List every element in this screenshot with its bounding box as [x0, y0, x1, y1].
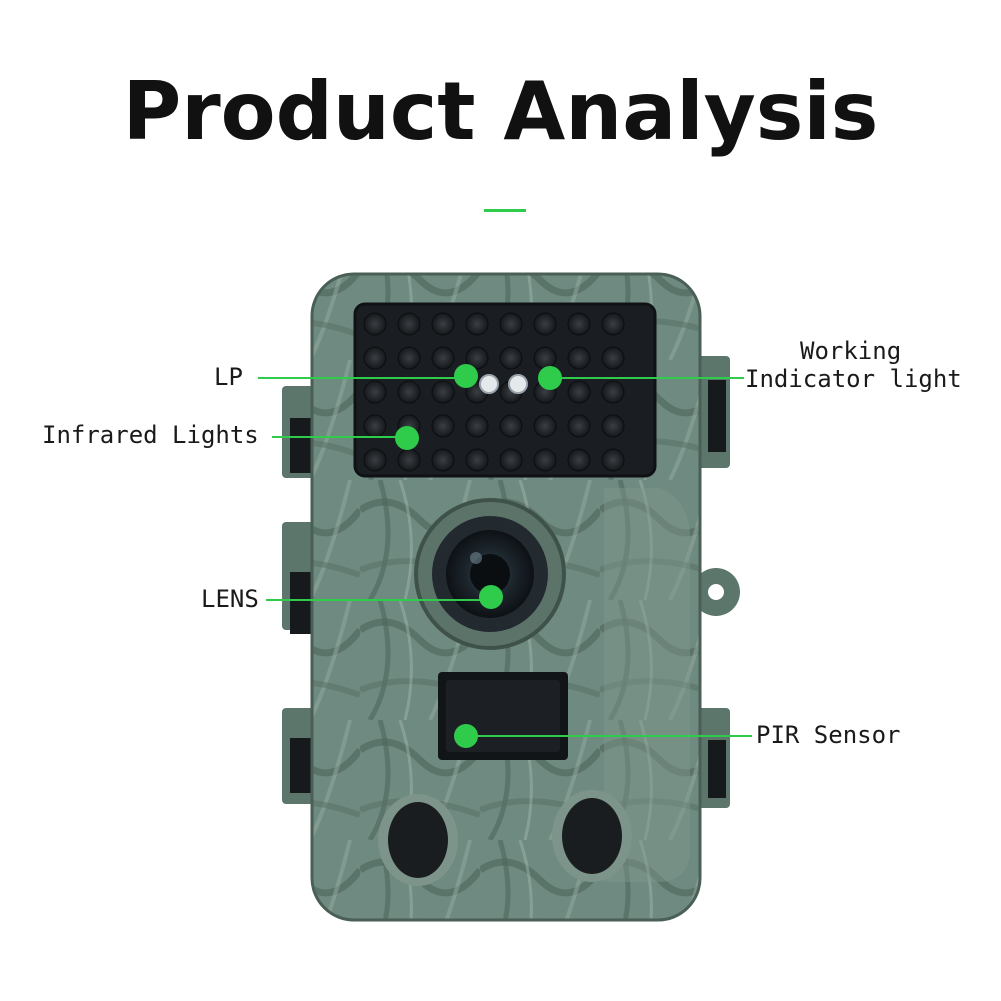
label-indicator-light: Indicator light [745, 365, 962, 393]
infrared-led [431, 346, 455, 370]
infrared-led [567, 414, 591, 438]
infrared-led [567, 312, 591, 336]
infrared-led [533, 346, 557, 370]
infrared-led [601, 346, 625, 370]
infrared-led [363, 380, 387, 404]
infrared-led [499, 414, 523, 438]
infrared-led [397, 380, 421, 404]
title-underline [484, 209, 526, 212]
infrared-led [431, 414, 455, 438]
callout-dot-working-indicator [538, 366, 562, 390]
label-pir-sensor: PIR Sensor [756, 721, 901, 749]
label-working: Working [800, 337, 902, 365]
infrared-led [465, 414, 489, 438]
infrared-led [533, 448, 557, 472]
infrared-led [363, 448, 387, 472]
infrared-led [499, 312, 523, 336]
infrared-led [601, 448, 625, 472]
infrared-led [465, 448, 489, 472]
label-lens: LENS [201, 585, 259, 613]
infrared-led-grid [363, 312, 625, 472]
callout-dot-lens [479, 585, 503, 609]
infrared-led [431, 448, 455, 472]
infrared-led [567, 448, 591, 472]
infrared-led [601, 312, 625, 336]
infrared-led [363, 346, 387, 370]
infrared-led [533, 414, 557, 438]
infrared-led [465, 312, 489, 336]
infrared-led [363, 312, 387, 336]
infrared-led [363, 414, 387, 438]
infrared-led [397, 312, 421, 336]
infrared-led [465, 346, 489, 370]
callout-dot-lp [454, 364, 478, 388]
infrared-led [397, 346, 421, 370]
infrared-led [567, 346, 591, 370]
infrared-led [601, 380, 625, 404]
infrared-led [567, 380, 591, 404]
infrared-led [499, 448, 523, 472]
infrared-led [533, 312, 557, 336]
infrared-led [499, 346, 523, 370]
infrared-led [431, 312, 455, 336]
label-lp: LP [214, 363, 243, 391]
infrared-led [601, 414, 625, 438]
callout-lines [258, 377, 752, 737]
infrared-led [397, 448, 421, 472]
callout-dot-pir [454, 724, 478, 748]
page-title: Product Analysis [122, 65, 879, 158]
label-infrared-lights: Infrared Lights [42, 421, 259, 449]
callout-dot-infrared [395, 426, 419, 450]
infrared-led [431, 380, 455, 404]
